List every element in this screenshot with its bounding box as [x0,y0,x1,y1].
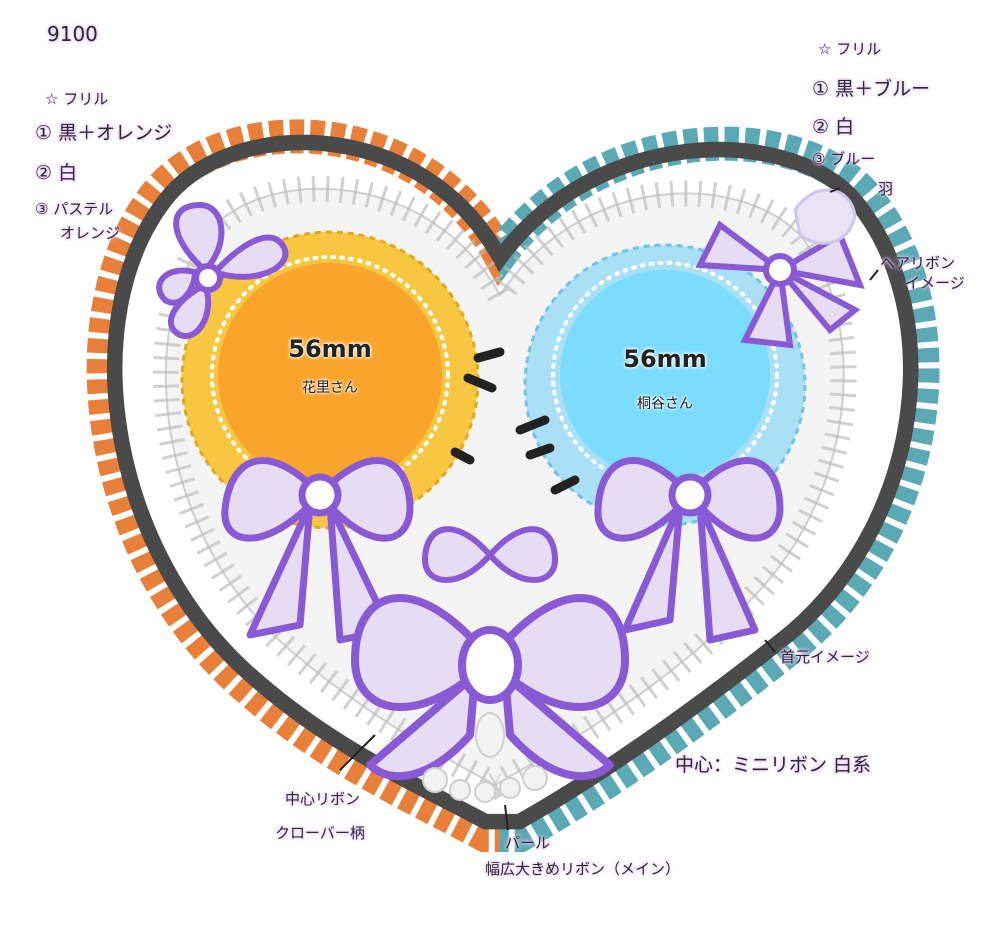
hair-ribbon [695,220,865,349]
left-frill-item-3a: ③ パステル [35,200,114,218]
center-ribbon-annotation: 中心リボン [285,790,361,808]
left-frill-item-1: ① 黒＋オレンジ [35,122,173,144]
right-frill-item-1: ① 黒＋ブルー [812,78,931,100]
clover-annotation: クローバー柄 [275,824,365,842]
left-frill-item-2: ② 白 [35,162,78,184]
left-circle-name: 花里さん [302,380,358,396]
neck-annotation: 首元イメージ [780,648,870,666]
left-badge-circle [218,263,442,487]
left-circle-size: 56mm [288,335,372,363]
right-frill-item-3: ③ ブルー [812,150,876,168]
left-frill-item-3b: オレンジ [60,224,121,242]
feather-icon [793,188,857,245]
hair-ribbon-label-b: イメージ [905,274,965,292]
left-frill-header: ☆ フリル [45,90,109,108]
right-frill-header: ☆ フリル [818,40,882,58]
title-number: 9100 [47,22,98,46]
right-circle-name: 桐谷さん [637,396,693,412]
left-bow [221,457,414,644]
pearl-strand [422,712,548,803]
right-circle-label: 56mm 桐谷さん [605,345,725,413]
feather-label: 羽 [878,180,894,198]
main-ribbon [351,594,629,781]
clover-flower [156,201,289,339]
center-sticks [450,347,580,495]
center-mini-ribbon [422,526,558,583]
right-frill-item-2: ② 白 [812,116,855,138]
right-badge-circle [560,270,770,480]
hair-ribbon-label-a: ヘアリボン [880,254,956,272]
right-bow [594,457,784,644]
pearl-annotation: パール [505,834,551,852]
right-circle-size: 56mm [623,345,707,373]
center-annotation: 中心：ミニリボン 白系 [675,754,872,776]
left-circle-label: 56mm 花里さん [270,335,390,397]
main-ribbon-annotation: 幅広大きめリボン（メイン） [485,860,681,878]
leader-lines [339,187,879,831]
